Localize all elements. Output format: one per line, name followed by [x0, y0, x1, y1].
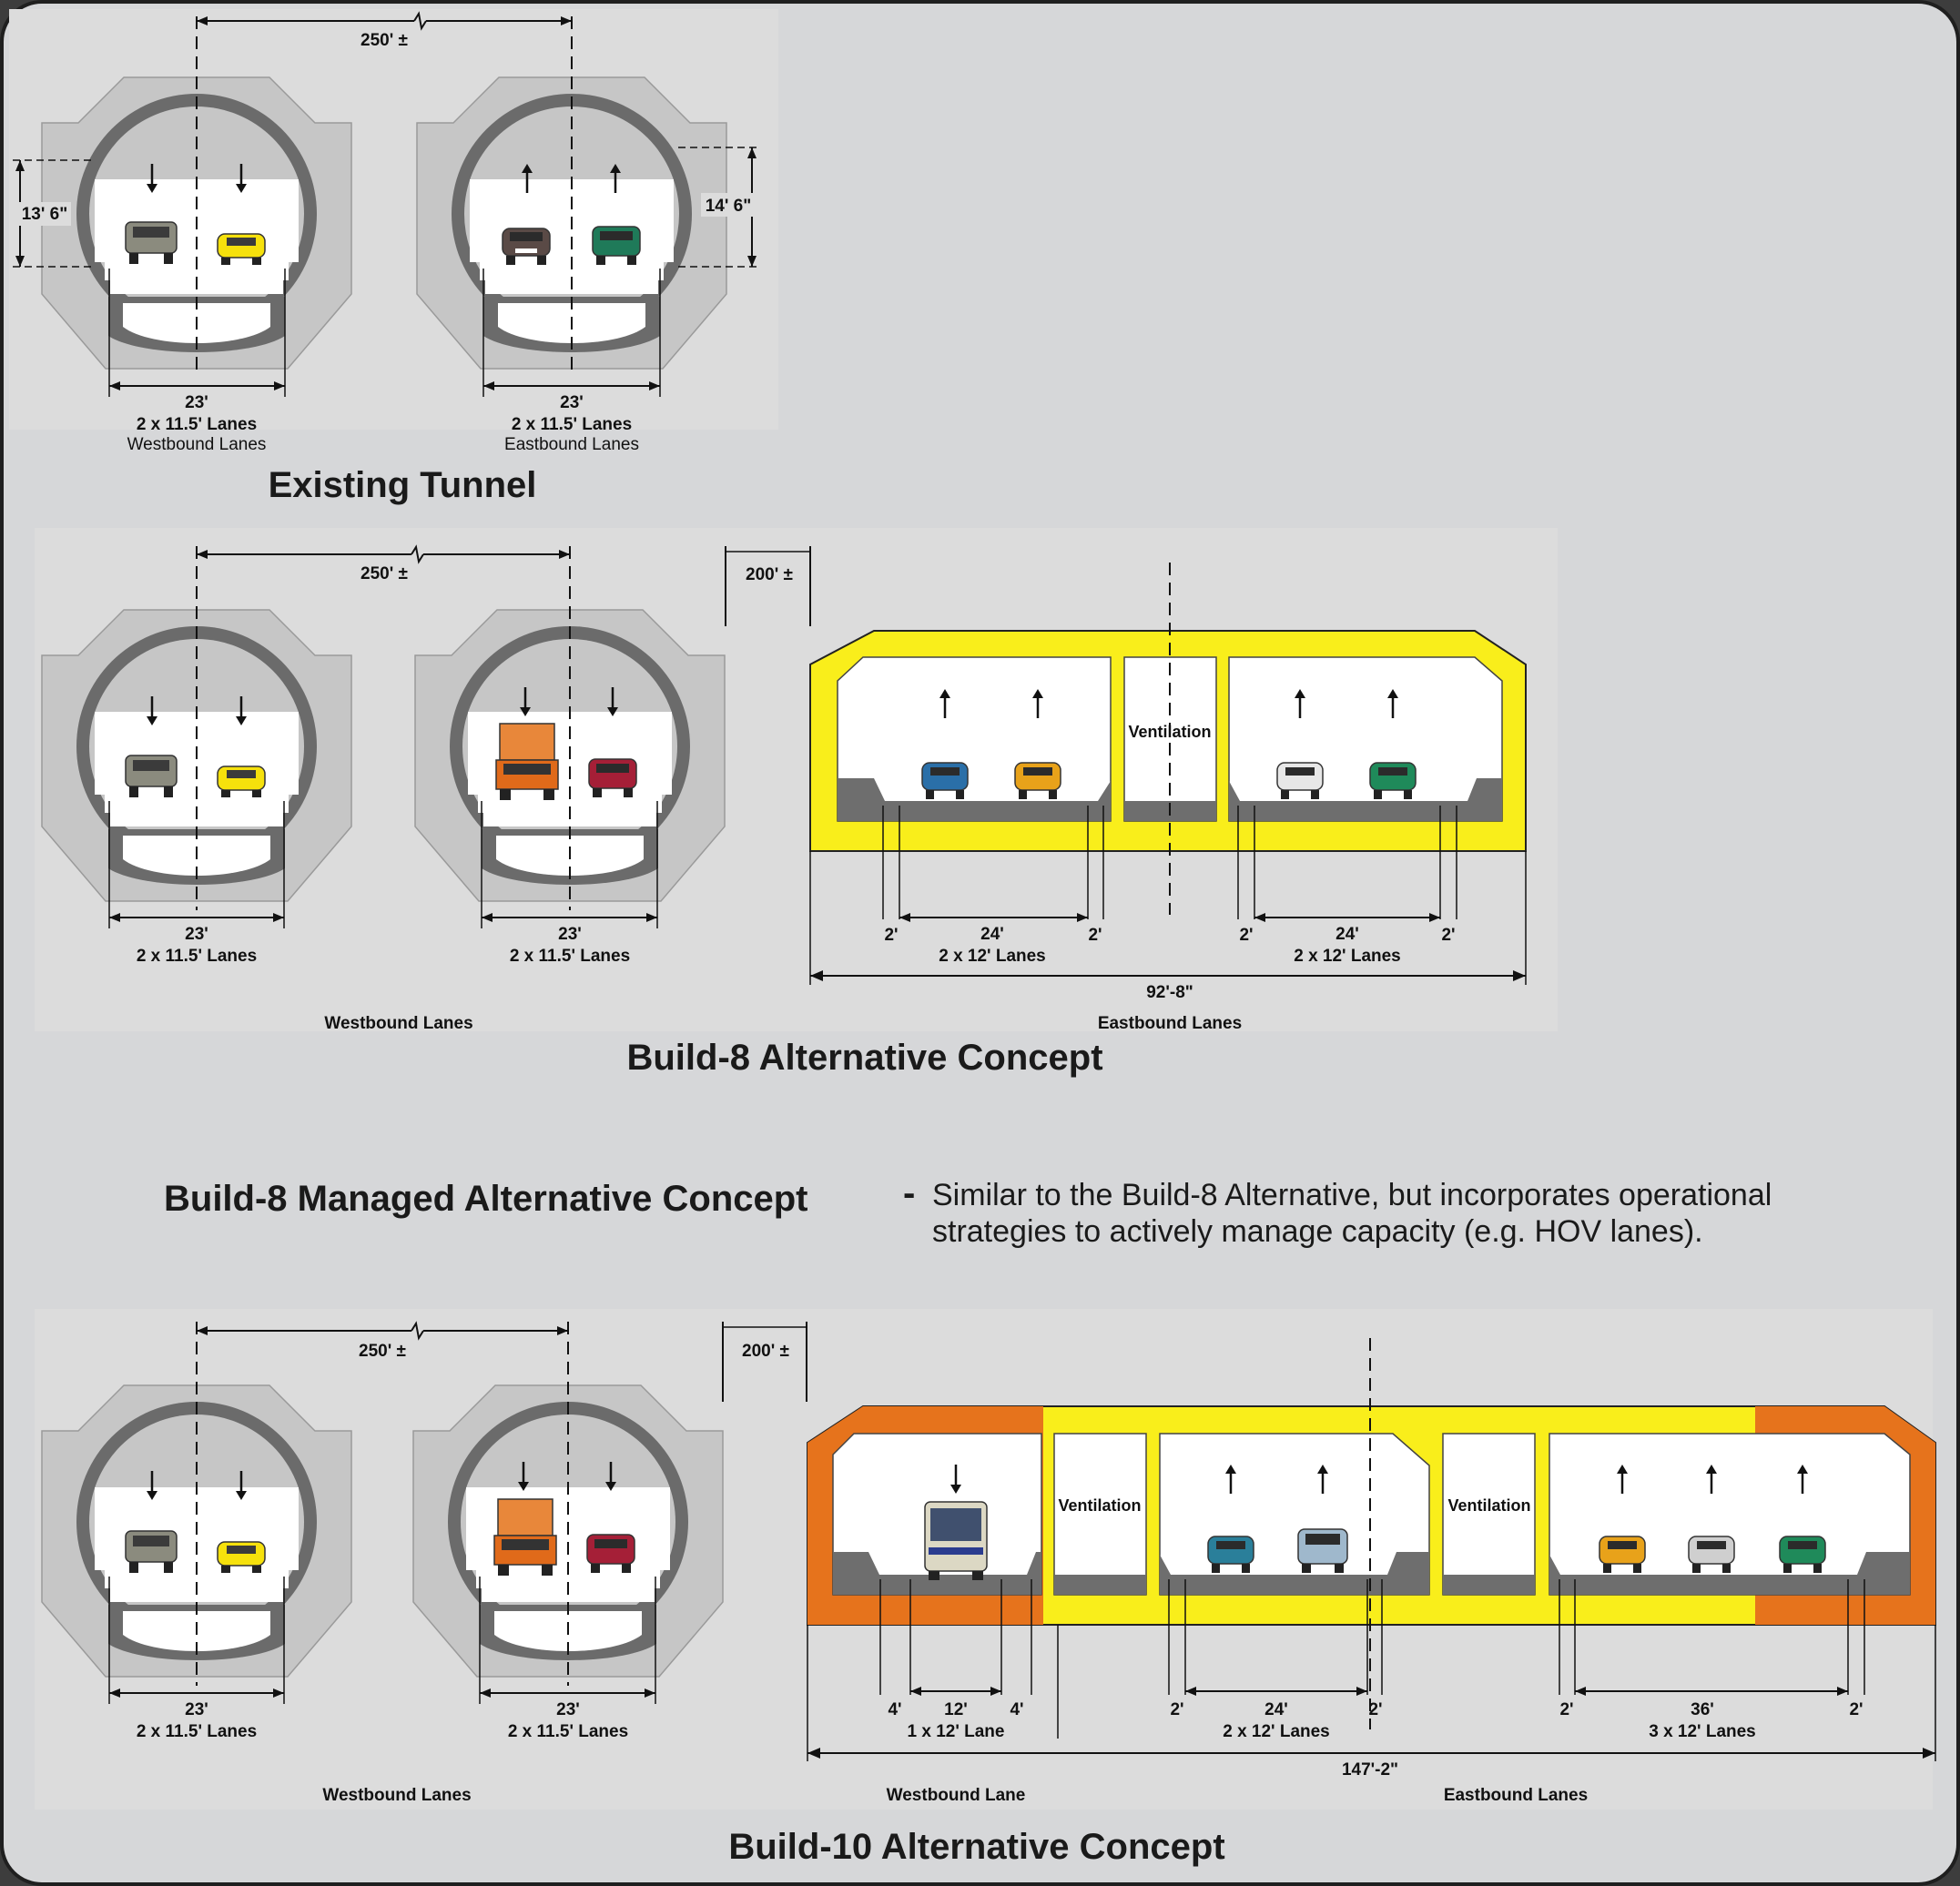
build10-westbound-lane-label: Westbound Lane	[887, 1786, 1026, 1805]
build10-eastbound-label: Eastbound Lanes	[1444, 1786, 1588, 1805]
car-icon	[1276, 762, 1324, 799]
bus-icon	[924, 1501, 988, 1580]
build10-spacing-label: 250' ±	[359, 1342, 406, 1361]
build10-total-width: 147'-2"	[1342, 1760, 1398, 1780]
build10-wb-lanes: 1 x 12' Lane	[908, 1722, 1005, 1741]
car-icon	[125, 1530, 178, 1573]
build8-box2-width: 24'	[1335, 925, 1359, 944]
build10-offset-label: 200' ±	[742, 1342, 789, 1361]
car-icon	[217, 766, 266, 797]
build8-box2-lanes: 2 x 12' Lanes	[1294, 947, 1401, 966]
car-icon	[1014, 762, 1061, 799]
build10-bore2-width: 23'	[556, 1700, 580, 1719]
car-icon	[125, 221, 178, 264]
truck-icon	[495, 723, 559, 800]
existing-spacing-label: 250' ±	[361, 31, 408, 50]
build10-shoulder-label: 2'	[1849, 1700, 1863, 1719]
build10-bore1-lanes: 2 x 11.5' Lanes	[137, 1722, 257, 1741]
build10-eb1-lanes: 2 x 12' Lanes	[1223, 1722, 1330, 1741]
build10-wb-shoulder-left: 4'	[888, 1700, 901, 1719]
car-icon	[1688, 1536, 1735, 1573]
build10-ventilation-shaft-2	[1442, 1433, 1536, 1596]
build10-ventilation-shaft-1	[1053, 1433, 1147, 1596]
build8-spacing-label: 250' ±	[361, 564, 408, 583]
build10-ventilation-label-1: Ventilation	[1058, 1496, 1141, 1515]
existing-left-lanes: 2 x 11.5' Lanes	[137, 415, 257, 434]
existing-right-lanes: 2 x 11.5' Lanes	[512, 415, 632, 434]
managed-section: Build-8 Managed Alternative Concept - Si…	[164, 1173, 1772, 1249]
build10-ventilation-label-2: Ventilation	[1447, 1496, 1530, 1515]
build8-box1-lanes: 2 x 12' Lanes	[939, 947, 1046, 966]
car-icon	[1369, 762, 1417, 799]
build10-wb-width: 12'	[944, 1700, 968, 1719]
build8-eastbound-label: Eastbound Lanes	[1098, 1014, 1242, 1033]
build10-bore1-width: 23'	[185, 1700, 208, 1719]
build10-shoulder-label: 2'	[1368, 1700, 1382, 1719]
car-icon	[586, 1534, 635, 1573]
truck-icon	[493, 1498, 557, 1576]
existing-left-width: 23'	[185, 393, 208, 412]
build10-shoulder-label: 2'	[1559, 1700, 1573, 1719]
build10-bore2-lanes: 2 x 11.5' Lanes	[508, 1722, 628, 1741]
build8-shoulder-label: 2'	[1088, 926, 1102, 945]
existing-section: 250' ±	[13, 11, 759, 505]
managed-dash: -	[903, 1173, 915, 1213]
build10-shoulder-label: 2'	[1170, 1700, 1183, 1719]
build10-eb2-lanes: 3 x 12' Lanes	[1649, 1722, 1756, 1741]
car-icon	[1297, 1528, 1348, 1573]
build10-wb-shoulder-right: 4'	[1010, 1700, 1023, 1719]
build10-section: 250' ±	[41, 1321, 1936, 1867]
build8-total-width: 92'-8"	[1146, 983, 1193, 1002]
managed-description-line1: Similar to the Build-8 Alternative, but …	[932, 1178, 1772, 1212]
build8-box1-width: 24'	[980, 925, 1004, 944]
car-icon	[217, 1541, 266, 1573]
build8-shoulder-label: 2'	[1239, 926, 1253, 945]
car-icon	[592, 226, 641, 265]
build8-offset-label: 200' ±	[746, 565, 793, 584]
car-icon	[588, 758, 637, 797]
build10-eb2-width: 36'	[1691, 1700, 1714, 1719]
existing-right-clearance: 14' 6"	[706, 197, 752, 216]
build10-title: Build-10 Alternative Concept	[728, 1827, 1224, 1867]
car-icon	[125, 755, 178, 797]
existing-right-width: 23'	[560, 393, 584, 412]
managed-title: Build-8 Managed Alternative Concept	[164, 1179, 808, 1219]
car-icon	[217, 233, 266, 265]
car-icon	[1599, 1536, 1646, 1573]
build8-westbound-label: Westbound Lanes	[324, 1014, 472, 1033]
build8-shoulder-label: 2'	[884, 926, 898, 945]
build8-bore1-lanes: 2 x 11.5' Lanes	[137, 947, 257, 966]
managed-description-line2: strategies to actively manage capacity (…	[932, 1214, 1703, 1249]
existing-right-direction: Eastbound Lanes	[504, 435, 639, 454]
build8-bore1-width: 23'	[185, 925, 208, 944]
car-icon	[1207, 1536, 1254, 1573]
existing-left-clearance: 13' 6"	[22, 205, 68, 224]
build8-shoulder-label: 2'	[1441, 926, 1455, 945]
build10-eb1-width: 24'	[1264, 1700, 1288, 1719]
build8-bore2-lanes: 2 x 11.5' Lanes	[510, 947, 630, 966]
car-icon	[502, 228, 551, 265]
existing-title: Existing Tunnel	[269, 465, 537, 505]
car-icon	[921, 762, 969, 799]
existing-left-direction: Westbound Lanes	[127, 435, 267, 454]
build8-section: 250' ±	[41, 544, 1527, 1078]
car-icon	[1779, 1536, 1826, 1573]
build8-title: Build-8 Alternative Concept	[626, 1038, 1102, 1078]
build10-westbound-bores-label: Westbound Lanes	[322, 1786, 471, 1805]
build8-bore2-width: 23'	[558, 925, 582, 944]
